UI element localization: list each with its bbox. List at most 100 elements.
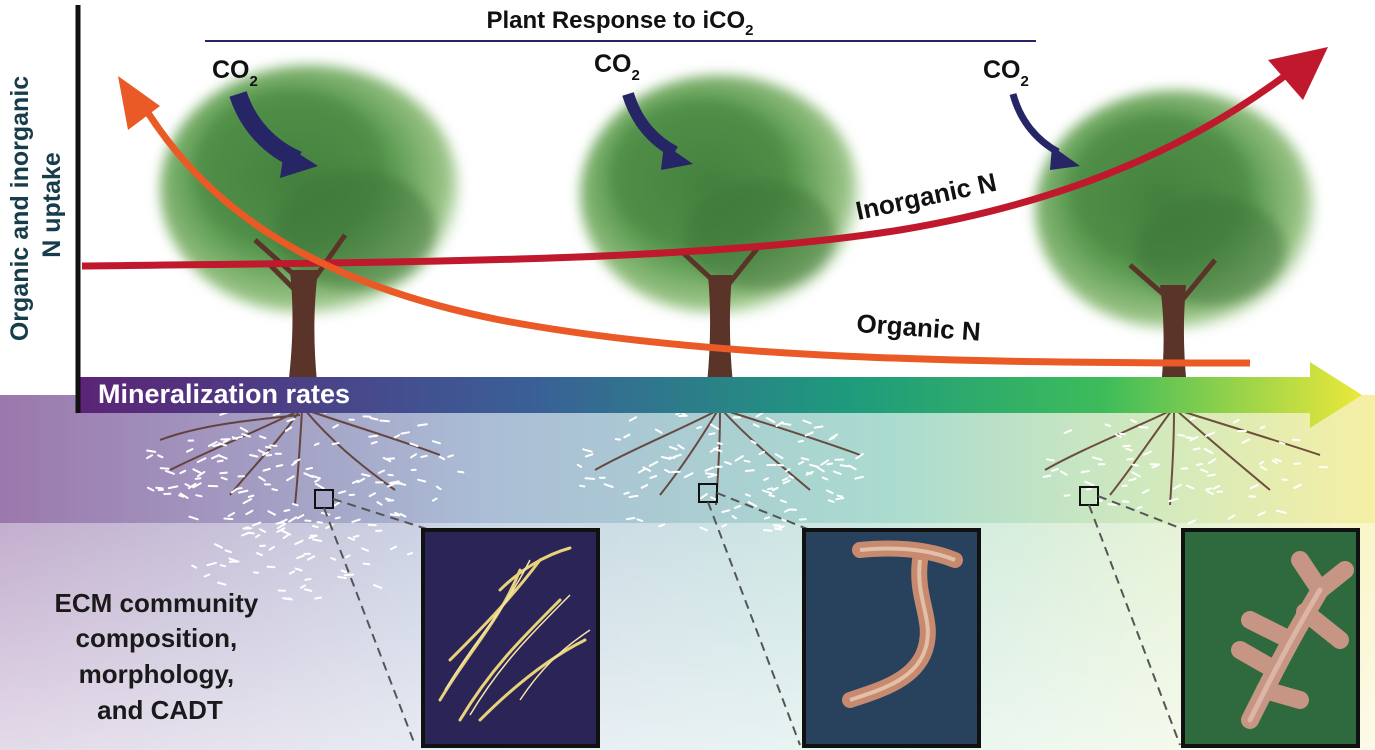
hyphae-dash [1060, 470, 1068, 476]
hyphae-dash [399, 513, 407, 518]
hyphae-dash [804, 431, 814, 437]
hyphae-dash [431, 497, 438, 502]
hyphae-dash [206, 561, 217, 567]
hyphae-dash [1203, 447, 1214, 455]
hyphae-dash [683, 472, 694, 479]
root-photo-2 [802, 528, 981, 748]
hyphae-dash [420, 454, 428, 458]
hyphae-dash [768, 494, 775, 498]
hyphae-dash [642, 466, 652, 472]
hyphae-dash [337, 575, 347, 580]
hyphae-dash [457, 470, 465, 474]
hyphae-dash [438, 455, 446, 461]
hyphae-dash [387, 473, 394, 477]
co2-label-right: CO2 [983, 56, 1029, 90]
hyphae-dash [848, 464, 857, 471]
hyphae-dash [344, 554, 351, 559]
hyphae-dash [614, 438, 622, 441]
hyphae-dash [664, 468, 671, 474]
hyphae-dash [774, 453, 784, 460]
organic-n-label: Organic N [856, 308, 982, 347]
hyphae-dash [805, 470, 814, 476]
hyphae-dash [1281, 478, 1288, 481]
hyphae-dash [826, 462, 834, 466]
hyphae-dash [699, 493, 708, 500]
y-axis-label: Organic and inorganic N uptake [6, 69, 66, 341]
mineralization-arrow [80, 362, 1362, 428]
hyphae-dash [195, 494, 203, 498]
hyphae-dash [214, 543, 223, 549]
hyphae-dash [1131, 471, 1141, 478]
hyphae-dash [579, 484, 586, 488]
hyphae-dash [376, 501, 383, 506]
hyphae-dash [238, 489, 249, 494]
hyphae-dash [330, 557, 337, 561]
hyphae-dash [155, 486, 164, 490]
hyphae-dash [800, 457, 810, 461]
hyphae-dash [409, 442, 419, 448]
hyphae-dash [146, 449, 157, 453]
hyphae-dash [217, 581, 227, 586]
hyphae-dash [1172, 483, 1182, 490]
hyphae-dash [628, 416, 638, 422]
hyphae-dash [272, 412, 281, 417]
tree-left [160, 65, 460, 410]
hyphae-dash [370, 440, 378, 445]
hyphae-dash [203, 573, 211, 578]
hyphae-dash [1278, 441, 1286, 445]
hyphae-dash [304, 578, 312, 581]
hyphae-dash [716, 442, 723, 445]
hyphae-dash [241, 531, 251, 537]
hyphae-dash [313, 442, 320, 446]
hyphae-dash [1207, 458, 1217, 465]
hyphae-dash [357, 477, 366, 484]
hyphae-dash [1192, 447, 1201, 451]
hyphae-dash [1212, 484, 1221, 490]
hyphae-dash [721, 523, 728, 528]
co2-arrow-right [1009, 93, 1060, 156]
hyphae-dash [733, 504, 742, 509]
y-axis-label-line1: Organic and inorganic [6, 76, 34, 341]
hyphae-dash [765, 416, 776, 424]
hyphae-dash [325, 523, 334, 530]
hyphae-dash [1185, 436, 1194, 440]
hyphae-dash [767, 487, 774, 491]
hyphae-dash [286, 475, 295, 482]
hyphae-dash [265, 445, 272, 449]
hyphae-dash [1187, 519, 1197, 525]
hyphae-dash [654, 428, 663, 434]
hyphae-dash [668, 446, 678, 451]
roots-middle [594, 409, 861, 506]
hyphae-dash [755, 411, 764, 418]
hyphae-dash [1138, 425, 1149, 429]
hyphae-dash [231, 436, 238, 440]
hyphae-dash [275, 464, 284, 468]
hyphae-dash [283, 509, 291, 512]
hyphae-dash [265, 454, 273, 457]
hyphae-dash [1141, 489, 1150, 494]
hyphae-dash [1085, 487, 1092, 491]
hyphae-dash [1241, 438, 1251, 444]
hyphae-dash [1128, 477, 1137, 482]
root-photo-3 [1181, 528, 1360, 748]
hyphae-dash [784, 508, 790, 513]
hyphae-dash [1121, 484, 1128, 487]
hyphae-dash [660, 455, 672, 460]
hyphae-dash [1227, 514, 1236, 520]
hyphae-dash [1051, 468, 1059, 472]
hyphae-dash [763, 516, 771, 520]
hyphae-dash [762, 489, 773, 495]
hyphae-dash [369, 417, 379, 421]
hyphae-dash [623, 433, 631, 439]
hyphae-dash [300, 584, 306, 589]
hyphae-dash [636, 518, 644, 522]
hyphae-dash [236, 487, 243, 490]
hyphae-dash [774, 527, 783, 531]
hyphae-dash [258, 476, 266, 482]
hyphae-dash [1180, 467, 1189, 470]
hyphae-dash [332, 424, 339, 429]
hyphae-dash [758, 450, 765, 456]
hyphae-dash [281, 529, 292, 536]
hyphae-dash [315, 483, 325, 490]
hyphae-dash [813, 425, 824, 429]
